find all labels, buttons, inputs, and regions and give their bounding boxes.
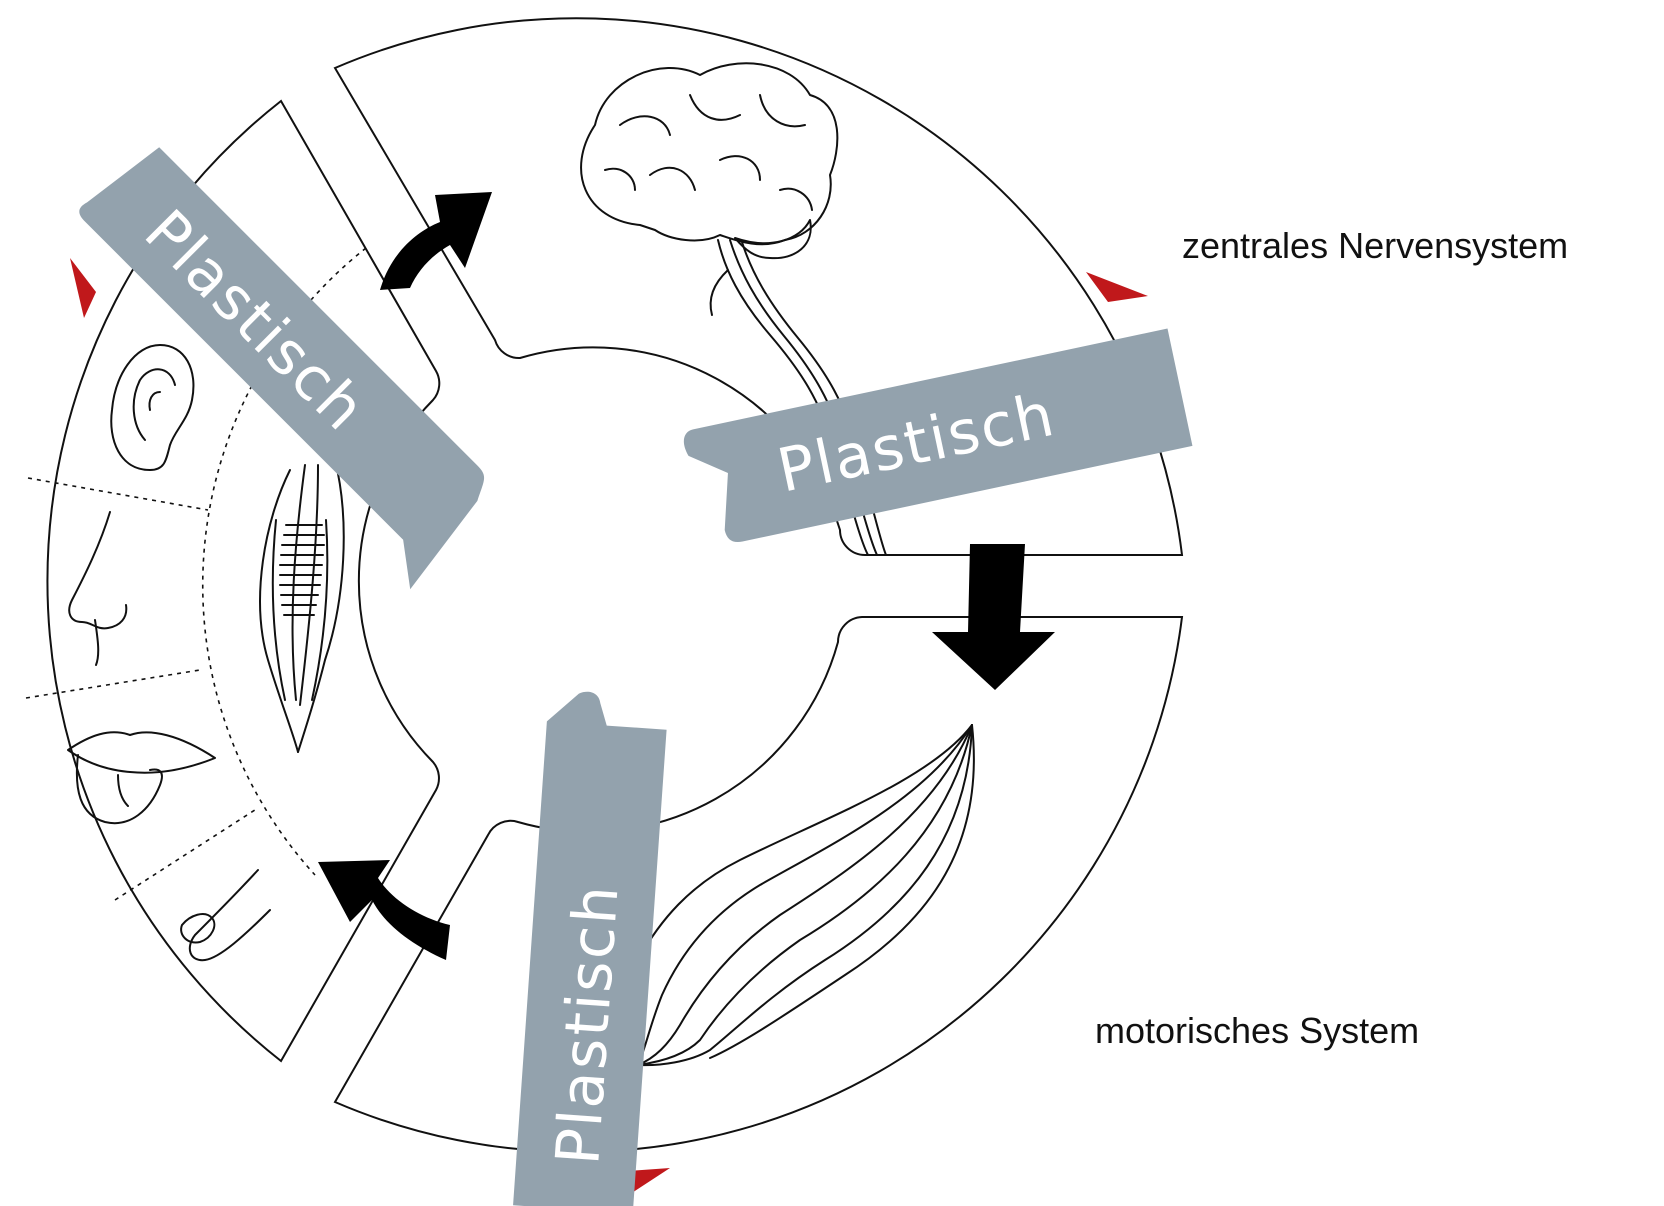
senses-divider bbox=[114, 807, 259, 901]
label-cns: zentrales Nervensystem bbox=[1182, 225, 1568, 266]
ear-icon bbox=[110, 344, 195, 471]
senses-divider bbox=[27, 477, 209, 511]
accent-corner-left bbox=[70, 258, 96, 318]
arrow-senses-to-cns bbox=[380, 192, 492, 290]
arrow-motor-to-senses bbox=[318, 860, 450, 960]
senses-divider bbox=[25, 669, 201, 699]
arrow-cns-to-motor bbox=[932, 544, 1055, 690]
finger-icon bbox=[180, 869, 271, 962]
senses-inner-arc bbox=[202, 247, 367, 876]
label-motor: motorisches System bbox=[1095, 1010, 1419, 1051]
mouth-icon bbox=[67, 731, 216, 825]
muscle-spindle-icon bbox=[259, 459, 345, 753]
segment-motor[interactable] bbox=[333, 616, 1184, 1153]
accent-corner-right bbox=[1086, 272, 1148, 302]
nose-icon bbox=[68, 511, 128, 666]
banner-bottom: Plastisch bbox=[513, 691, 667, 1206]
